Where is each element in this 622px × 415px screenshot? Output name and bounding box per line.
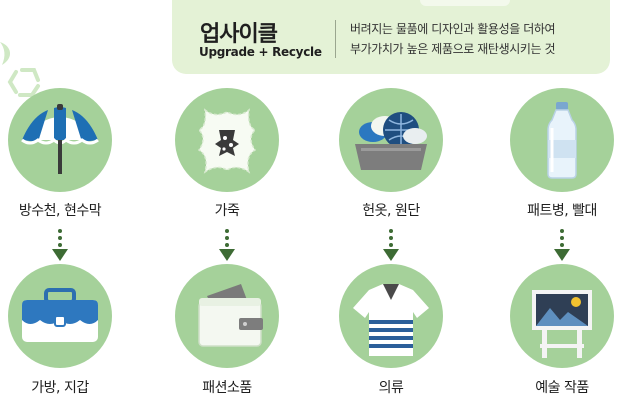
page-subtitle: Upgrade + Recycle <box>199 45 322 59</box>
source-label-3: 헌옷, 원단 <box>362 203 420 219</box>
product-circle-4 <box>510 264 614 368</box>
arrow-down-icon <box>383 229 399 261</box>
product-label-1: 가방, 지갑 <box>31 380 89 396</box>
product-circle-2 <box>175 264 279 368</box>
source-circle-2 <box>175 88 279 192</box>
leaf-icon <box>0 42 11 65</box>
header-banner <box>172 0 610 74</box>
description-line-2: 부가가치가 높은 제품으로 재탄생시키는 것 <box>350 42 556 56</box>
wallet-icon <box>198 284 263 347</box>
briefcase-icon <box>22 288 98 342</box>
product-label-3: 의류 <box>378 380 404 396</box>
source-label-1: 방수천, 현수막 <box>18 203 102 219</box>
product-label-4: 예술 작품 <box>535 380 589 396</box>
page-title: 업사이클 <box>200 22 278 47</box>
source-label-4: 패트병, 빨대 <box>527 203 597 219</box>
fabric-basket-icon <box>355 112 427 170</box>
arrow-down-icon <box>554 229 570 261</box>
source-label-2: 가죽 <box>214 203 240 219</box>
striped-shirt-icon <box>353 284 429 356</box>
source-circle-1 <box>8 88 112 192</box>
header-divider <box>335 20 336 58</box>
source-circle-3 <box>339 88 443 192</box>
arrow-down-icon <box>219 229 235 261</box>
product-label-2: 패션소품 <box>202 380 252 396</box>
umbrella-icon <box>21 104 99 174</box>
source-circle-4 <box>510 88 614 192</box>
description-line-1: 버려지는 물품에 디자인과 활용성을 더하여 <box>350 22 556 36</box>
plastic-bottle-icon <box>547 102 577 179</box>
banner-tab <box>420 0 510 6</box>
arrow-down-icon <box>52 229 68 261</box>
leather-hide-icon <box>197 108 257 174</box>
easel-painting-icon <box>532 290 592 358</box>
product-circle-1 <box>8 264 112 368</box>
product-circle-3 <box>339 264 443 368</box>
